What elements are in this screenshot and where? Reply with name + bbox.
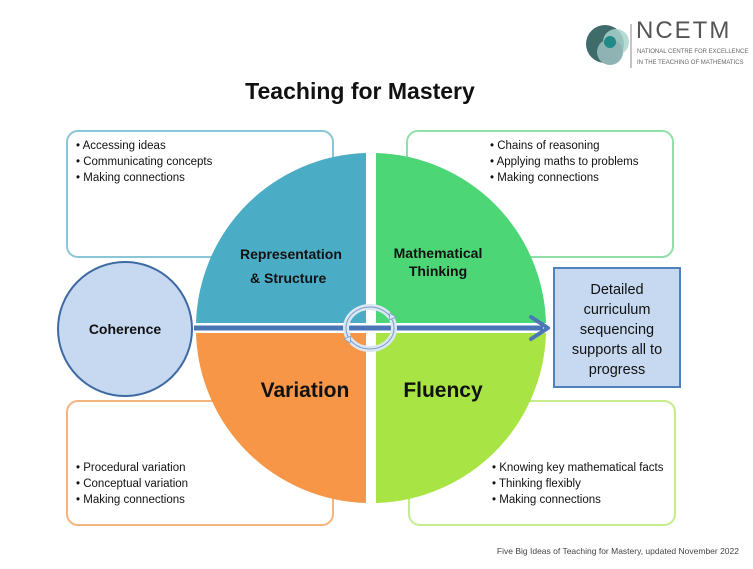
label-line: Mathematical — [393, 245, 483, 261]
logo-subtitle-2: IN THE TEACHING OF MATHEMATICS — [637, 60, 744, 66]
bullet: Conceptual variation — [76, 476, 188, 492]
page-title: Teaching for Mastery — [245, 78, 475, 104]
quadrant-thinking — [376, 153, 546, 323]
logo-name: NCETM — [636, 17, 732, 44]
variation-label: Variation — [260, 379, 350, 402]
arrow-head-icon — [529, 315, 550, 341]
bullet: Accessing ideas — [76, 138, 332, 154]
bullet: Making connections — [490, 170, 672, 186]
quadrant-representation — [196, 153, 366, 323]
fluency-label: Fluency — [403, 379, 483, 402]
thinking-label: Mathematical Thinking — [378, 244, 498, 280]
label-line: & Structure — [250, 270, 327, 286]
outcome-text: Detailed curriculum sequencing supports … — [571, 282, 663, 378]
representation-label: Representation & Structure — [240, 242, 370, 290]
bullet: Applying maths to problems — [490, 154, 672, 170]
bullet: Chains of reasoning — [490, 138, 672, 154]
bullet: Procedural variation — [76, 460, 188, 476]
quadrant-variation — [196, 333, 366, 503]
label-line: Thinking — [408, 263, 468, 279]
coherence-label: Coherence — [88, 321, 162, 337]
ncetm-logo: NCETM NATIONAL CENTRE FOR EXCELLENCE IN … — [584, 18, 749, 74]
outcome-box-bg — [553, 267, 681, 388]
quadrant-fluency — [376, 333, 546, 503]
bullet: Making connections — [492, 492, 664, 508]
bullet: Making connections — [76, 492, 188, 508]
bullet: Communicating concepts — [76, 154, 332, 170]
logo-icon — [586, 24, 632, 68]
footer-note: Five Big Ideas of Teaching for Mastery, … — [496, 546, 739, 556]
bullet: Thinking flexibly — [492, 476, 664, 492]
label-line: Representation — [240, 246, 342, 262]
bullet: Making connections — [76, 170, 332, 186]
cycle-arrows-icon — [343, 304, 397, 352]
bullet: Knowing key mathematical facts — [492, 460, 663, 476]
logo-subtitle-1: NATIONAL CENTRE FOR EXCELLENCE — [637, 49, 749, 55]
coherence-circle — [57, 261, 193, 397]
